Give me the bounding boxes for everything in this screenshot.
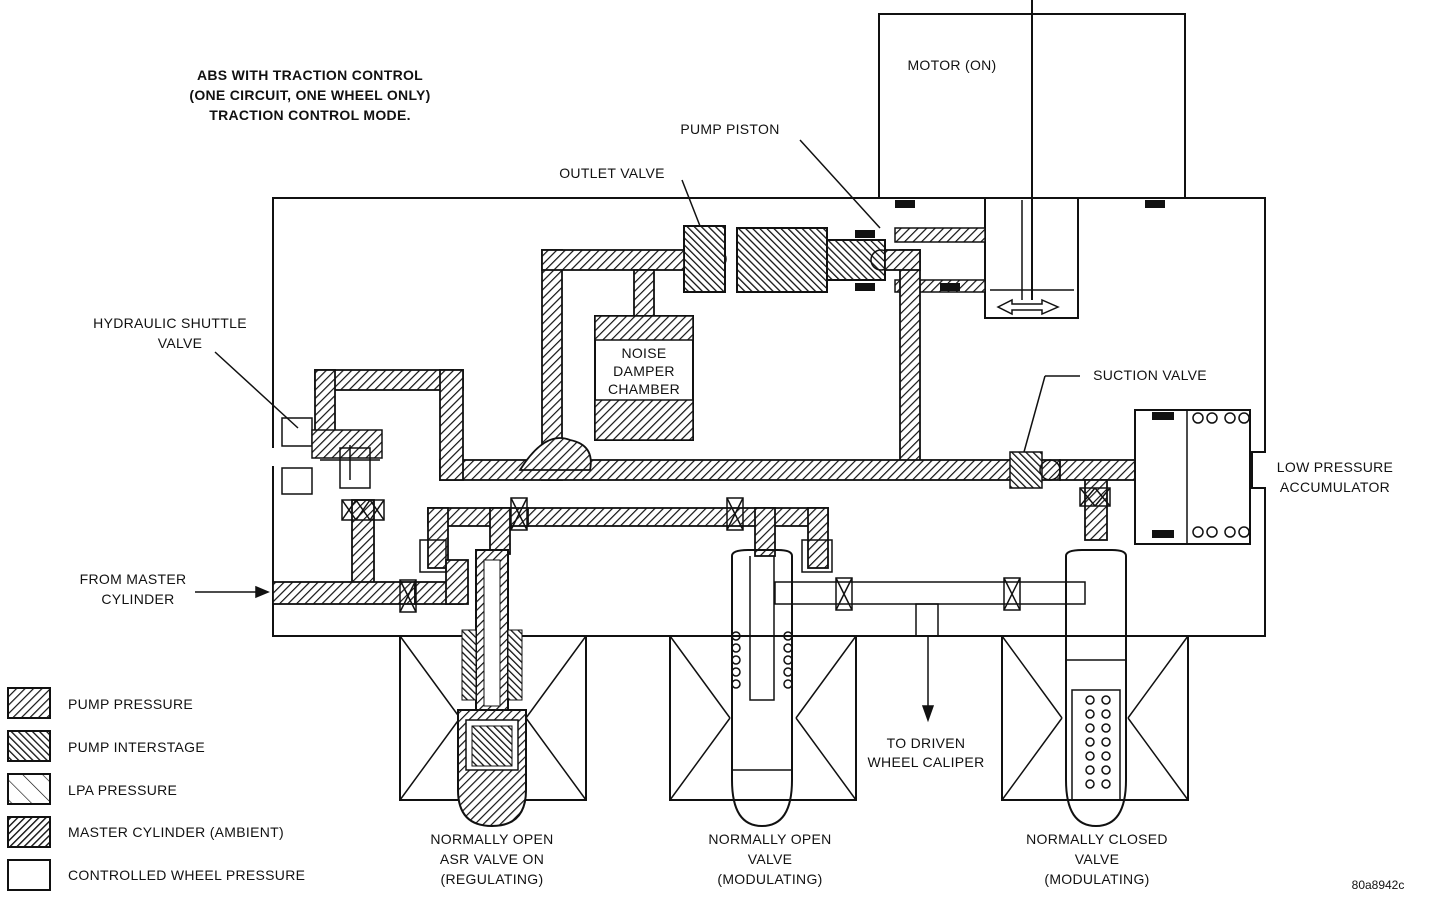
valve-asr <box>457 549 527 828</box>
to-caliper-label-1: TO DRIVEN <box>887 735 966 751</box>
title-line-3: TRACTION CONTROL MODE. <box>209 107 411 123</box>
motor-label: MOTOR (ON) <box>907 57 996 73</box>
from-master-label-1: FROM MASTER <box>80 571 187 587</box>
valve-c-label-1: NORMALLY CLOSED <box>1026 831 1168 847</box>
legend-item-lpa-pressure: LPA PRESSURE <box>7 773 177 805</box>
title-line-2: (ONE CIRCUIT, ONE WHEEL ONLY) <box>189 87 430 103</box>
noise-damper-label-2: DAMPER <box>613 363 675 379</box>
legend-swatch-pump-interstage <box>7 730 51 762</box>
lpa-label-1: LOW PRESSURE <box>1277 459 1393 475</box>
outlet-valve-label: OUTLET VALVE <box>559 165 665 181</box>
noise-damper-label-3: CHAMBER <box>608 381 680 397</box>
hydraulic-shuttle-label-1: HYDRAULIC SHUTTLE <box>93 315 247 331</box>
legend-label: LPA PRESSURE <box>68 782 177 798</box>
legend: PUMP PRESSURE PUMP INTERSTAGE LPA PRESSU… <box>7 687 305 891</box>
legend-label: CONTROLLED WHEEL PRESSURE <box>68 867 305 883</box>
low-pressure-accumulator <box>1134 409 1251 545</box>
noise-damper-chamber: NOISE DAMPER CHAMBER <box>594 315 694 441</box>
figure-id: 80a8942c <box>1352 878 1405 892</box>
legend-item-pump-pressure: PUMP PRESSURE <box>7 687 193 719</box>
valve-b-label-3: (MODULATING) <box>717 871 822 887</box>
valve-a-label-3: (REGULATING) <box>441 871 544 887</box>
legend-swatch-master-cylinder <box>7 816 51 848</box>
from-master-label-2: CYLINDER <box>101 591 174 607</box>
legend-swatch-controlled-wheel <box>7 859 51 891</box>
valve-b-label-2: VALVE <box>748 851 793 867</box>
valve-no-modulating <box>731 549 793 828</box>
hydraulic-shuttle-label-2: VALVE <box>158 335 203 351</box>
shuttle-valve <box>281 417 383 495</box>
valve-c-label-3: (MODULATING) <box>1044 871 1149 887</box>
suction-valve-label: SUCTION VALVE <box>1093 367 1207 383</box>
check-valves <box>341 487 1111 613</box>
legend-label: MASTER CYLINDER (AMBIENT) <box>68 824 284 840</box>
noise-damper-label-1: NOISE <box>621 345 666 361</box>
motor-eccentric <box>984 197 1079 319</box>
legend-swatch-pump-pressure <box>7 687 51 719</box>
controlled-wheel-lines <box>774 581 1086 637</box>
valve-b-label-1: NORMALLY OPEN <box>708 831 831 847</box>
legend-label: PUMP PRESSURE <box>68 696 193 712</box>
valve-a-label-2: ASR VALVE ON <box>440 851 544 867</box>
pump-piston-assembly <box>683 225 986 293</box>
legend-label: PUMP INTERSTAGE <box>68 739 205 755</box>
legend-swatch-lpa-pressure <box>7 773 51 805</box>
lpa-label-2: ACCUMULATOR <box>1280 479 1390 495</box>
suction-valve <box>1009 451 1061 489</box>
valve-c-label-2: VALVE <box>1075 851 1120 867</box>
valve-a-label-1: NORMALLY OPEN <box>430 831 553 847</box>
motor: MOTOR (ON) <box>878 0 1186 300</box>
legend-item-controlled-wheel: CONTROLLED WHEEL PRESSURE <box>7 859 305 891</box>
leader-lines <box>195 139 1080 723</box>
component-labels: PUMP PISTON OUTLET VALVE HYDRAULIC SHUTT… <box>80 121 1405 892</box>
legend-item-pump-interstage: PUMP INTERSTAGE <box>7 730 205 762</box>
pump-piston-label: PUMP PISTON <box>680 121 779 137</box>
valve-nc-modulating <box>1065 549 1127 828</box>
legend-item-master-cylinder: MASTER CYLINDER (AMBIENT) <box>7 816 284 848</box>
to-caliper-label-2: WHEEL CALIPER <box>868 754 985 770</box>
diagram-title: ABS WITH TRACTION CONTROL (ONE CIRCUIT, … <box>189 67 430 123</box>
title-line-1: ABS WITH TRACTION CONTROL <box>197 67 423 83</box>
